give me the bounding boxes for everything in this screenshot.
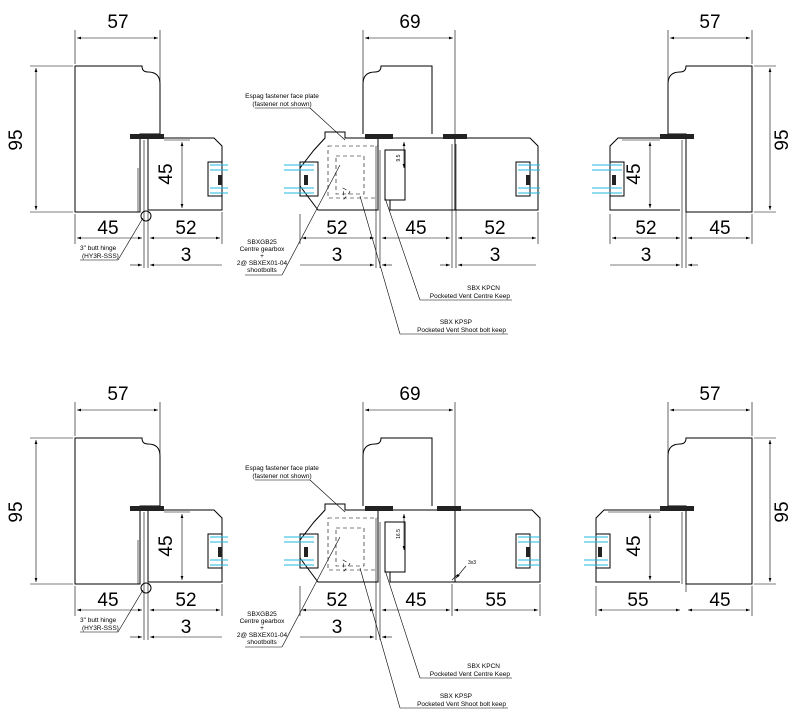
bottom-left-gap-dim: 3	[181, 617, 192, 638]
bottom-center-gap-a-dim: 3	[332, 617, 343, 638]
top-right-bottom-a-dim: 52	[635, 218, 656, 239]
bottom-gearbox-note: SBXGB25 Centre gearbox + 2@ SBXEX01-04 s…	[237, 536, 341, 648]
svg-text:shootbolts: shootbolts	[247, 267, 277, 274]
svg-text:Pocketed Vent Centre Keep: Pocketed Vent Centre Keep	[430, 671, 511, 678]
bottom-center-bottom-c-dim: 55	[485, 590, 506, 611]
top-right-profile	[592, 65, 753, 268]
svg-text:+: +	[260, 253, 264, 260]
top-center-small-dim: 9.5	[396, 154, 402, 161]
svg-text:SBXGB25: SBXGB25	[247, 239, 277, 246]
bottom-right-dims: 57 95 55 45 45	[595, 384, 793, 616]
bottom-center-width-dim: 69	[399, 384, 420, 405]
bottom-center-bottom-a-dim: 52	[326, 590, 347, 611]
top-right-rebate-dim: 45	[624, 163, 645, 184]
top-hinge-note: 3" butt hinge (HY3R-SSS)	[80, 217, 144, 261]
svg-text:Pocketed Vent Shoot bolt keep: Pocketed Vent Shoot bolt keep	[417, 327, 506, 334]
svg-text:2@ SBXEX01-04: 2@ SBXEX01-04	[237, 632, 288, 639]
top-center-bottom-a-dim: 52	[326, 218, 347, 239]
top-left-width-dim: 57	[107, 12, 128, 33]
top-left-height-dim: 95	[6, 129, 27, 150]
top-left-profile	[74, 65, 228, 268]
top-left-gap-dim: 3	[181, 245, 192, 266]
bottom-left-bottom-b-dim: 52	[175, 590, 196, 611]
top-center-width-dim: 69	[399, 12, 420, 33]
svg-text:(fastener not shown): (fastener not shown)	[252, 101, 311, 108]
bottom-center-dims: 69 52 45 55 3 16.5 3x3	[299, 384, 541, 639]
bottom-section: 57 95 45 52 3 45 3" butt hinge (HY3R-SSS…	[6, 384, 793, 709]
bottom-espag-note: Espag fastener face plate (fastener not …	[245, 465, 346, 513]
top-espag-note: Espag fastener face plate (fastener not …	[245, 93, 346, 141]
bottom-left-profile	[74, 437, 228, 640]
bottom-chamfer-note: 3x3	[468, 560, 476, 566]
bottom-right-profile	[584, 437, 753, 592]
top-right-bottom-b-dim: 45	[709, 218, 730, 239]
top-right-width-dim: 57	[699, 12, 720, 33]
bottom-left-height-dim: 95	[6, 501, 27, 522]
bottom-right-bottom-a-dim: 55	[627, 590, 648, 611]
top-right-dims: 57 95 52 45 3 45	[609, 12, 793, 267]
svg-text:SBX KPCN: SBX KPCN	[467, 285, 500, 292]
svg-text:3" butt hinge: 3" butt hinge	[80, 617, 117, 624]
top-section: 57 95 45 52 3 45 3" butt hinge (HY3R-SSS…	[6, 12, 793, 335]
top-left-bottom-b-dim: 52	[175, 218, 196, 239]
svg-text:SBXGB25: SBXGB25	[247, 611, 277, 618]
top-left-rebate-dim: 45	[156, 163, 177, 184]
svg-text:(HY3R-SSS): (HY3R-SSS)	[82, 253, 119, 260]
top-center-dims: 69 52 45 52 3 3 9.5	[299, 12, 539, 267]
top-right-height-dim: 95	[772, 129, 793, 150]
bottom-left-rebate-dim: 45	[156, 535, 177, 556]
bottom-left-bottom-a-dim: 45	[97, 590, 118, 611]
bottom-right-height-dim: 95	[772, 501, 793, 522]
bottom-hinge-note: 3" butt hinge (HY3R-SSS)	[80, 589, 144, 633]
top-left-bottom-a-dim: 45	[97, 218, 118, 239]
top-kpsp-note: SBX KPSP Pocketed Vent Shoot bolt keep	[359, 195, 508, 335]
top-right-gap-dim: 3	[641, 245, 652, 266]
top-center-gap-a-dim: 3	[332, 245, 343, 266]
bottom-right-bottom-b-dim: 45	[709, 590, 730, 611]
bottom-right-rebate-dim: 45	[624, 535, 645, 556]
svg-text:SBX KPCN: SBX KPCN	[467, 663, 500, 670]
svg-text:Centre gearbox: Centre gearbox	[240, 246, 286, 253]
top-gearbox-note: SBXGB25 Centre gearbox + 2@ SBXEX01-04 s…	[237, 164, 341, 276]
svg-text:Espag fastener face plate: Espag fastener face plate	[245, 93, 319, 100]
svg-text:shootbolts: shootbolts	[247, 639, 277, 646]
bottom-left-width-dim: 57	[107, 384, 128, 405]
svg-text:SBX KPSP: SBX KPSP	[440, 693, 472, 700]
svg-text:2@ SBXEX01-04: 2@ SBXEX01-04	[237, 260, 288, 267]
svg-text:Pocketed Vent Centre Keep: Pocketed Vent Centre Keep	[430, 293, 511, 300]
top-center-bottom-b-dim: 45	[405, 218, 426, 239]
top-center-gap-b-dim: 3	[490, 245, 501, 266]
svg-text:(fastener not shown): (fastener not shown)	[252, 473, 311, 480]
top-kpcn-note: SBX KPCN Pocketed Vent Centre Keep	[384, 197, 512, 301]
top-center-bottom-c-dim: 52	[484, 218, 505, 239]
svg-text:(HY3R-SSS): (HY3R-SSS)	[82, 625, 119, 632]
bottom-kpcn-note: SBX KPCN Pocketed Vent Centre Keep	[384, 569, 512, 679]
bottom-kpsp-note: SBX KPSP Pocketed Vent Shoot bolt keep	[359, 567, 508, 709]
bottom-right-width-dim: 57	[699, 384, 720, 405]
bottom-center-bottom-b-dim: 45	[405, 590, 426, 611]
svg-text:SBX KPSP: SBX KPSP	[440, 319, 472, 326]
svg-text:Espag fastener face plate: Espag fastener face plate	[245, 465, 319, 472]
top-left-dims: 57 95 45 52 3 45	[6, 12, 223, 267]
bottom-center-profile	[284, 437, 541, 640]
bottom-left-dims: 57 95 45 52 3 45	[6, 384, 223, 639]
svg-text:Centre gearbox: Centre gearbox	[240, 618, 286, 625]
top-center-profile	[284, 65, 540, 268]
svg-text:+: +	[260, 625, 264, 632]
svg-text:3" butt hinge: 3" butt hinge	[80, 245, 117, 252]
svg-text:Pocketed Vent Shoot bolt keep: Pocketed Vent Shoot bolt keep	[417, 701, 506, 708]
bottom-center-small-dim: 16.5	[396, 529, 402, 539]
